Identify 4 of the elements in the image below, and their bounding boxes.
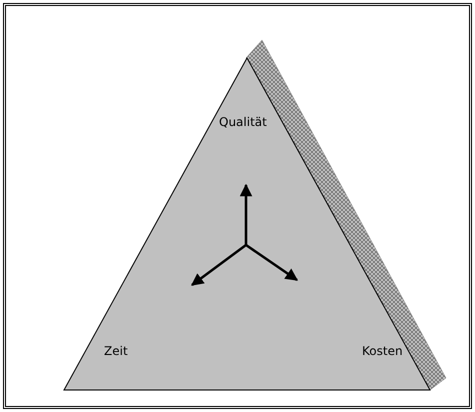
triangle: [64, 58, 430, 390]
corner-label: Kosten: [362, 344, 403, 358]
corner-label: Qualität: [219, 115, 267, 129]
corner-label: Zeit: [104, 344, 128, 358]
